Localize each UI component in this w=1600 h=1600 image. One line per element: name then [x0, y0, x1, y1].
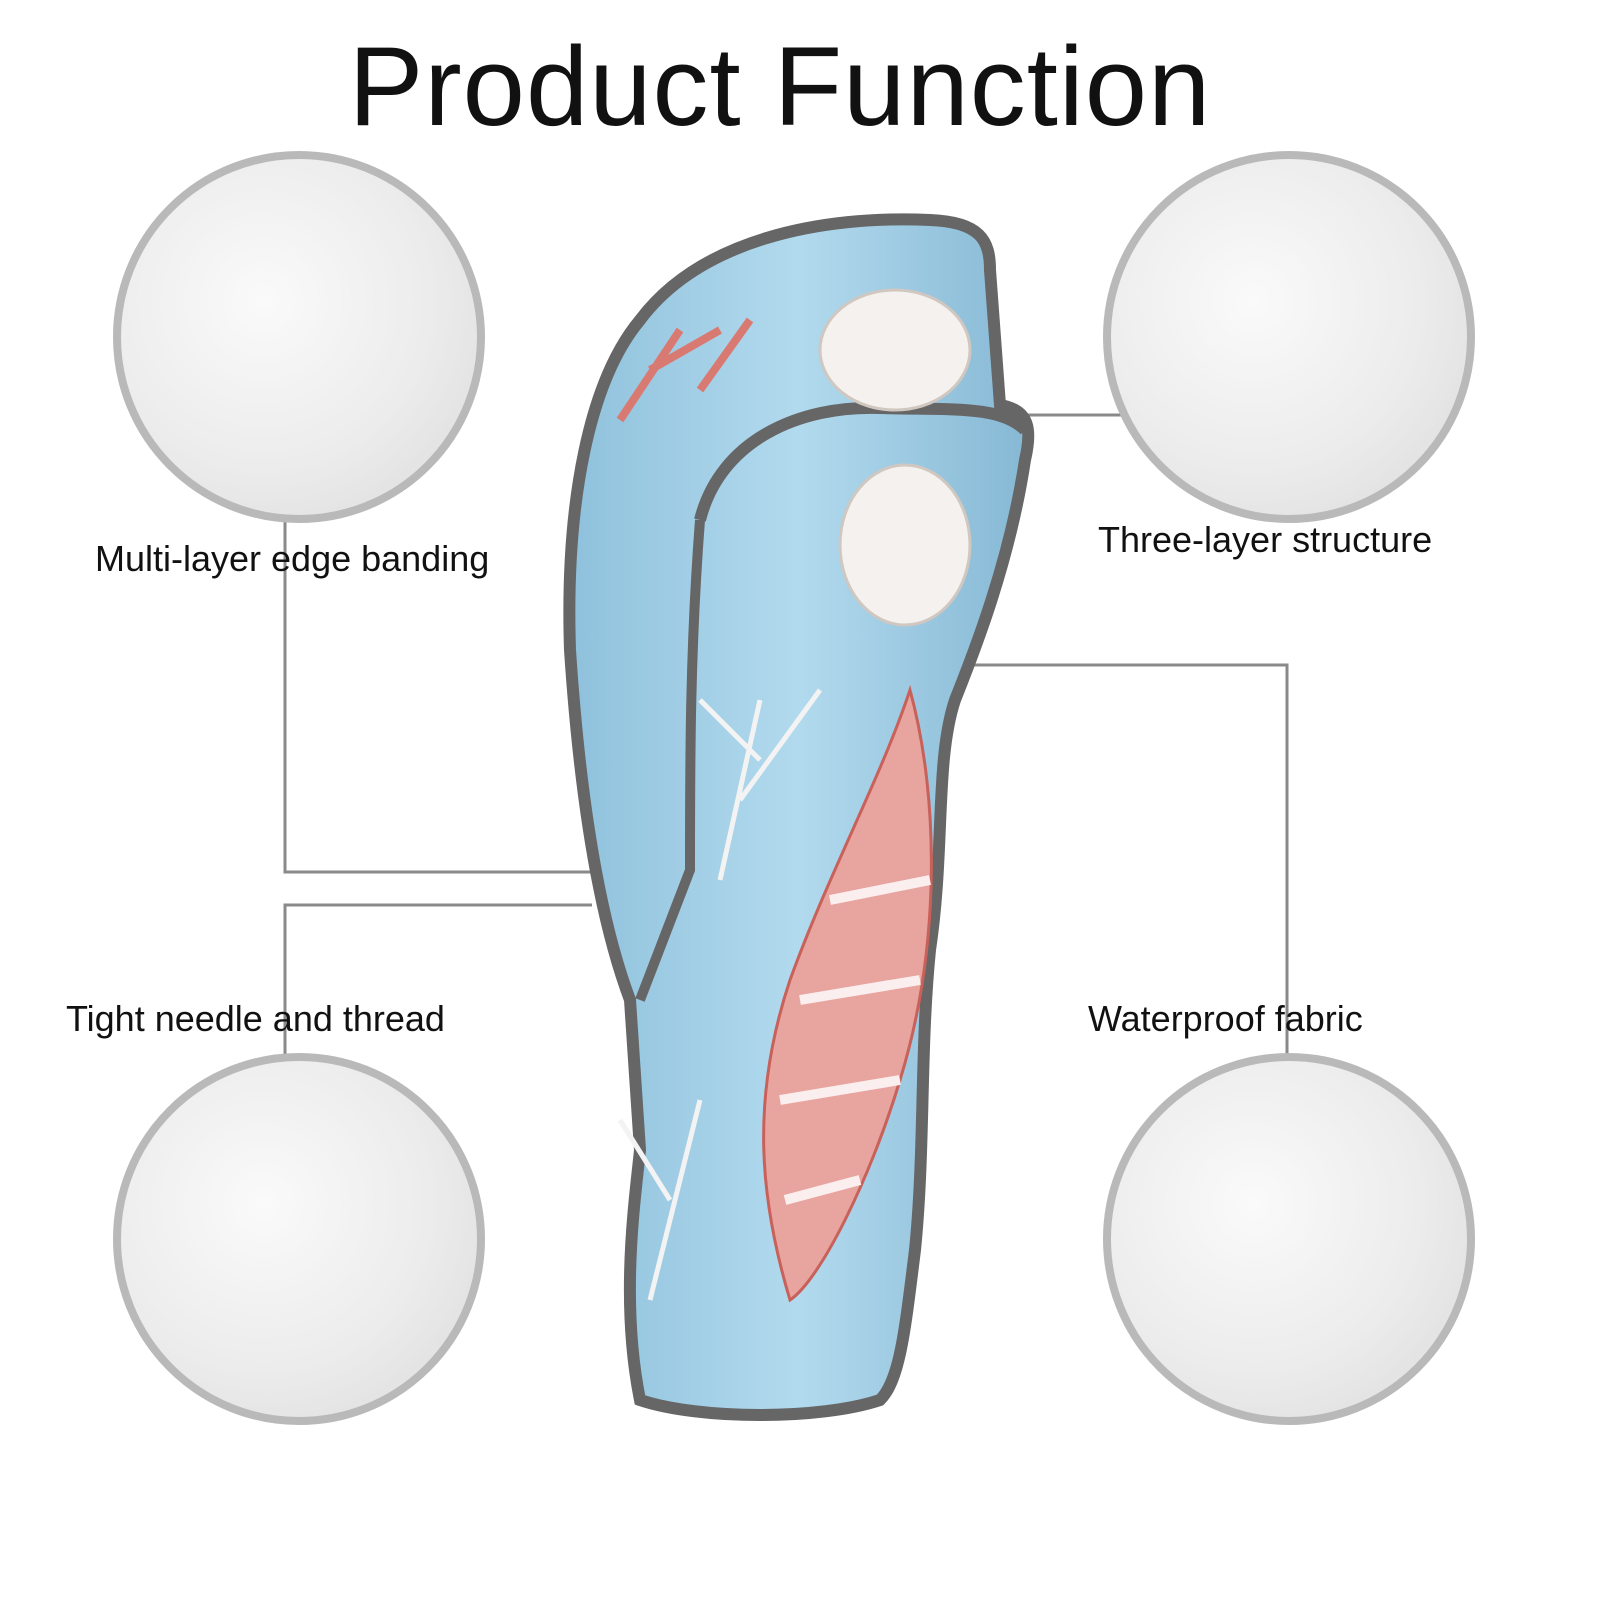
- detail-image-edge-banding: [113, 151, 485, 523]
- coral-icon: [616, 317, 754, 423]
- scallop-shell-icon: [818, 288, 972, 627]
- detail-image-needle-thread: [113, 1053, 485, 1425]
- feature-label-three-layer: Three-layer structure: [1098, 519, 1433, 560]
- page-title: Product Function: [348, 24, 1212, 149]
- feature-label-waterproof: Waterproof fabric: [1088, 998, 1363, 1039]
- detail-image-three-layer: [1103, 151, 1475, 523]
- detail-image-waterproof: [1103, 1053, 1475, 1425]
- feature-label-edge-banding: Multi-layer edge banding: [95, 538, 490, 579]
- spiral-shell-icon: [762, 684, 933, 1303]
- feature-label-needle-thread: Tight needle and thread: [66, 998, 445, 1039]
